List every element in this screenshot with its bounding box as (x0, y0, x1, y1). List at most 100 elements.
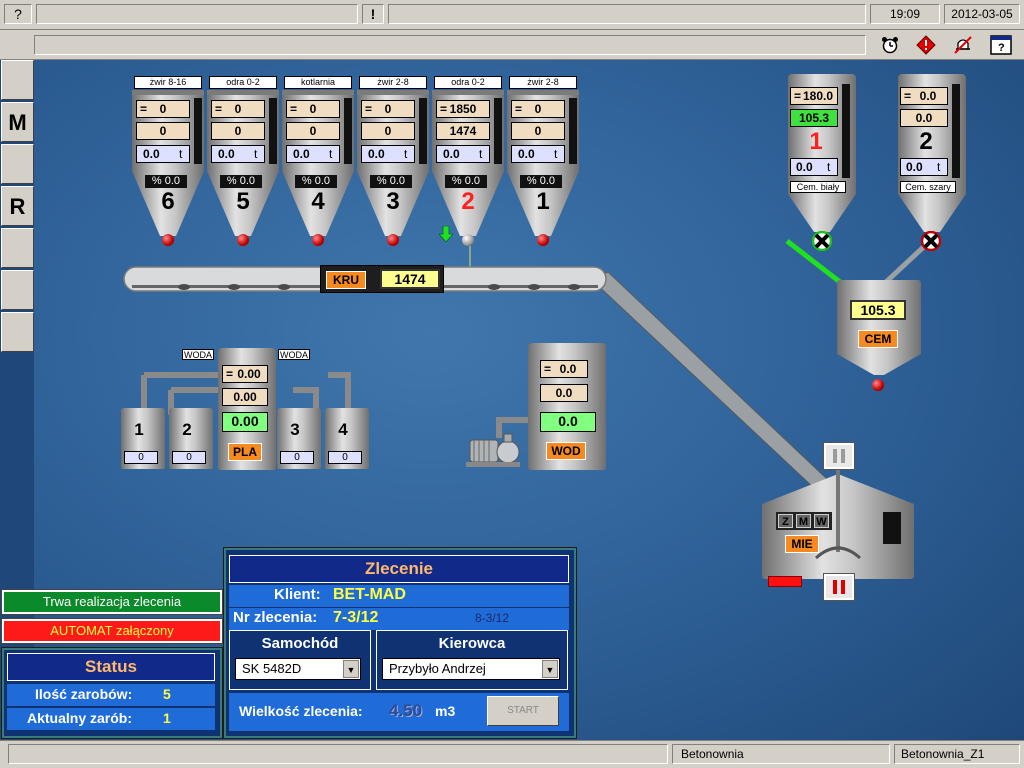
driver-label: Kierowca (438, 635, 506, 652)
order-client-row: Klient: BET-MAD (229, 585, 569, 607)
bottom-status-bar: Betonownia Betonownia_Z1 (0, 740, 1024, 768)
cement-silo-actual-value: 0.0 (915, 111, 933, 125)
admixture-water-tag-right: WODA (278, 349, 310, 360)
side-button-1[interactable] (1, 60, 34, 100)
water-label: WOD (546, 442, 586, 460)
process-piping (141, 239, 932, 489)
silo-target-value: 0 (534, 102, 542, 116)
admixture-green-value: 0.00 (222, 412, 268, 432)
flow-arrow-icon (438, 225, 454, 243)
silo-outlet-valve[interactable] (312, 234, 324, 246)
silo-actual: 0 (511, 122, 565, 140)
cement-silo-level-bar (842, 84, 850, 178)
order-client-value: BET-MAD (333, 586, 406, 603)
cement-silo-target: =180.0 (790, 87, 838, 105)
cement-silo-target-value: 180.0 (802, 89, 834, 103)
cement-silo-number: 2 (919, 128, 933, 155)
vehicle-label: Samochód (261, 635, 339, 652)
conveyor-value: 1474 (380, 269, 440, 289)
side-button-manual[interactable]: M (1, 102, 34, 142)
driver-group: Kierowca Przybyło Andrzej ▼ (376, 630, 568, 690)
help-indicator[interactable]: ? (4, 4, 32, 24)
silo-outlet-valve[interactable] (462, 234, 474, 246)
silo-number: 3 (386, 188, 400, 215)
status-batches-value: 5 (163, 686, 171, 702)
order-size-label: Wielkość zlecenia: (239, 703, 363, 719)
silo-level-bar (344, 98, 352, 164)
pause-button-top[interactable] (823, 442, 855, 470)
admixture-tank-value: 0 (280, 451, 314, 464)
cement-silo-actual-value: 105.3 (798, 111, 830, 125)
alert-indicator[interactable]: ! (362, 4, 384, 24)
water-target-value: 0.0 (559, 362, 577, 376)
start-button[interactable]: START (487, 696, 559, 726)
admixture-label: PLA (228, 443, 262, 461)
silo-percent: % 0.0 (295, 175, 337, 188)
silo-header: kotlarnia (284, 76, 352, 89)
equals-sign: = (290, 102, 298, 116)
silo-tons-unit: t (329, 147, 333, 161)
side-button-3[interactable] (1, 144, 34, 184)
admixture-tank-value: 0 (124, 451, 158, 464)
mixer-mode-w[interactable]: W (814, 514, 829, 528)
conveyor-label: KRU (326, 271, 366, 289)
silo-target: =0 (136, 100, 190, 118)
mixer-mode-m[interactable]: M (796, 514, 811, 528)
cement-weigher-value: 105.3 (850, 300, 906, 320)
cement-silo-name: Cem. biały (790, 181, 846, 193)
driver-select[interactable]: Przybyło Andrzej ▼ (382, 658, 560, 680)
alarm-clock-icon[interactable] (880, 35, 900, 55)
silo-actual-value: 0 (534, 124, 542, 138)
toolbar-input[interactable] (34, 35, 866, 55)
order-number-label: Nr zlecenia: (233, 609, 318, 626)
clock-time: 19:09 (870, 4, 940, 24)
admixture-actual-value: 0.00 (233, 390, 257, 404)
cement-silo-tons-value: 0.0 (906, 160, 923, 174)
vehicle-select[interactable]: SK 5482D ▼ (235, 658, 361, 680)
side-button-5[interactable] (1, 228, 34, 268)
silo-target: =0 (286, 100, 340, 118)
silo-actual: 0 (211, 122, 265, 140)
order-title: Zlecenie (229, 555, 569, 583)
mixer-alarm-bar (768, 576, 802, 587)
order-size-row: Wielkość zlecenia: 4.50 m3 START (229, 693, 569, 731)
silo-target-value: 0 (309, 102, 317, 116)
mute-bell-icon[interactable] (952, 35, 974, 55)
side-button-6[interactable] (1, 270, 34, 310)
valve-icon[interactable] (920, 230, 942, 252)
equals-sign: = (365, 102, 373, 116)
status-running: Trwa realizacja zlecenia (1, 589, 223, 615)
cement-silo-target-value: 0.0 (919, 89, 937, 103)
silo-level-bar (194, 98, 202, 164)
status-current-label: Aktualny zarób: (27, 710, 133, 726)
silo-outlet-valve[interactable] (237, 234, 249, 246)
silo-outlet-valve[interactable] (162, 234, 174, 246)
warning-diamond-icon[interactable] (916, 35, 936, 55)
silo-target: =0 (361, 100, 415, 118)
silo-tons-value: 0.0 (293, 147, 310, 161)
side-button-7[interactable] (1, 312, 34, 352)
silo-outlet-valve[interactable] (387, 234, 399, 246)
admixture-water-tag-left: WODA (182, 349, 214, 360)
equals-sign: = (140, 102, 148, 116)
silo-tons-value: 0.0 (518, 147, 535, 161)
cement-silo-tons-value: 0.0 (796, 160, 813, 174)
status-current-row: Aktualny zarób: 1 (7, 708, 215, 730)
pause-button-bottom[interactable] (823, 573, 855, 601)
water-green-value: 0.0 (540, 412, 596, 432)
silo-actual-value: 0 (309, 124, 317, 138)
chevron-down-icon[interactable]: ▼ (343, 660, 359, 678)
cement-weigher-outlet[interactable] (872, 379, 884, 391)
silo-outlet-valve[interactable] (537, 234, 549, 246)
help-window-icon[interactable]: ? (990, 35, 1012, 55)
side-button-reset[interactable]: R (1, 186, 34, 226)
cement-silo-name: Cem. szary (900, 181, 956, 193)
chevron-down-icon[interactable]: ▼ (542, 660, 558, 678)
admixture-actual: 0.00 (222, 388, 268, 406)
silo-actual: 0 (136, 122, 190, 140)
valve-icon[interactable] (811, 230, 833, 252)
silo-target: =0 (211, 100, 265, 118)
mixer-mode-z[interactable]: Z (778, 514, 793, 528)
